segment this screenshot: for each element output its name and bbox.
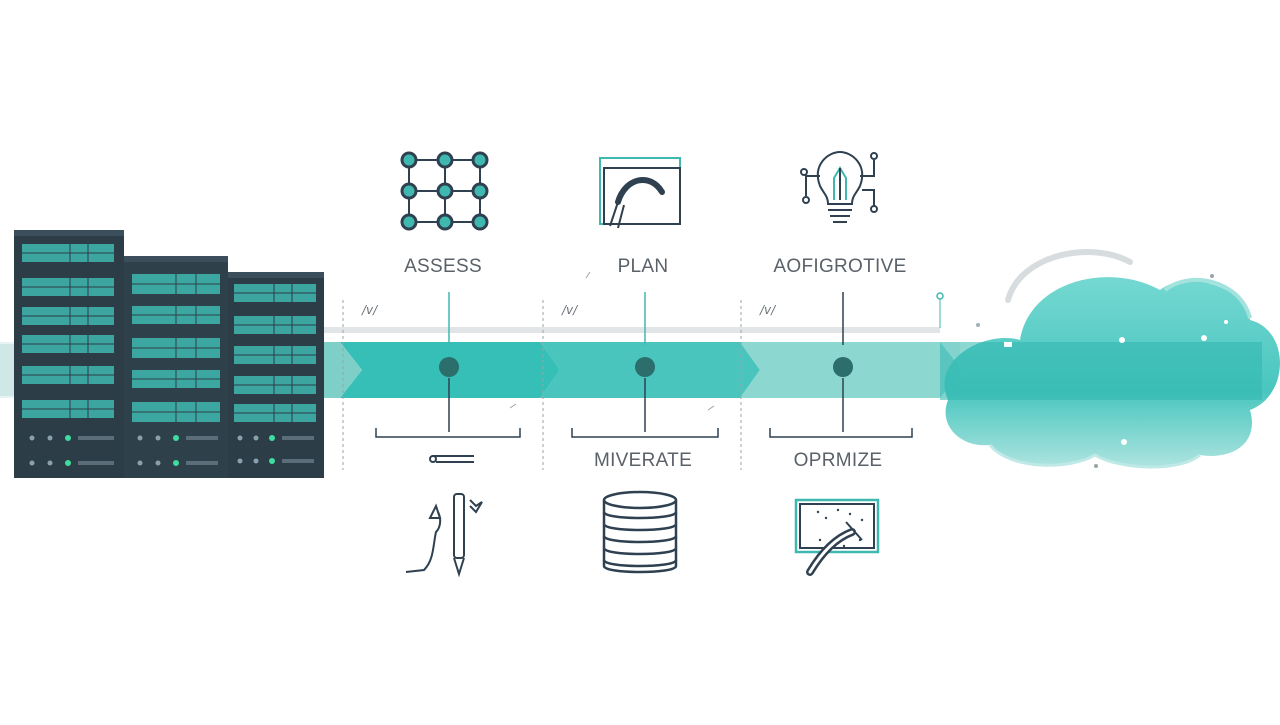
step-label-migrate: MIVERATE	[593, 450, 693, 471]
server-rack-3	[228, 272, 324, 478]
step-label-assess: ASSESS	[404, 256, 482, 277]
tools-icon	[405, 455, 483, 578]
server-rack-1	[14, 230, 124, 478]
cloud-icon	[936, 249, 1280, 469]
step-marker-2: /v/	[542, 292, 719, 470]
server-rack-group	[14, 230, 324, 478]
database-icon	[602, 490, 678, 574]
lightbulb-circuit-icon	[800, 150, 878, 223]
step-marker-1: /v/	[342, 292, 521, 470]
step-label-third: AOFIGROTIVE	[773, 256, 907, 277]
step-label-plan: PLAN	[617, 256, 669, 277]
step-label-optimize: OPRMIZE	[793, 450, 883, 471]
decorative-marks	[509, 271, 1214, 468]
step-marker-3: /v/	[740, 292, 913, 470]
monitor-tune-icon	[794, 498, 880, 576]
network-grid-icon	[400, 151, 489, 231]
svg-text:/v/: /v/	[561, 303, 579, 317]
svg-text:/v/: /v/	[361, 303, 379, 317]
svg-text:/v/: /v/	[759, 303, 777, 317]
folder-plan-icon	[599, 157, 681, 229]
server-rack-2	[124, 256, 228, 478]
